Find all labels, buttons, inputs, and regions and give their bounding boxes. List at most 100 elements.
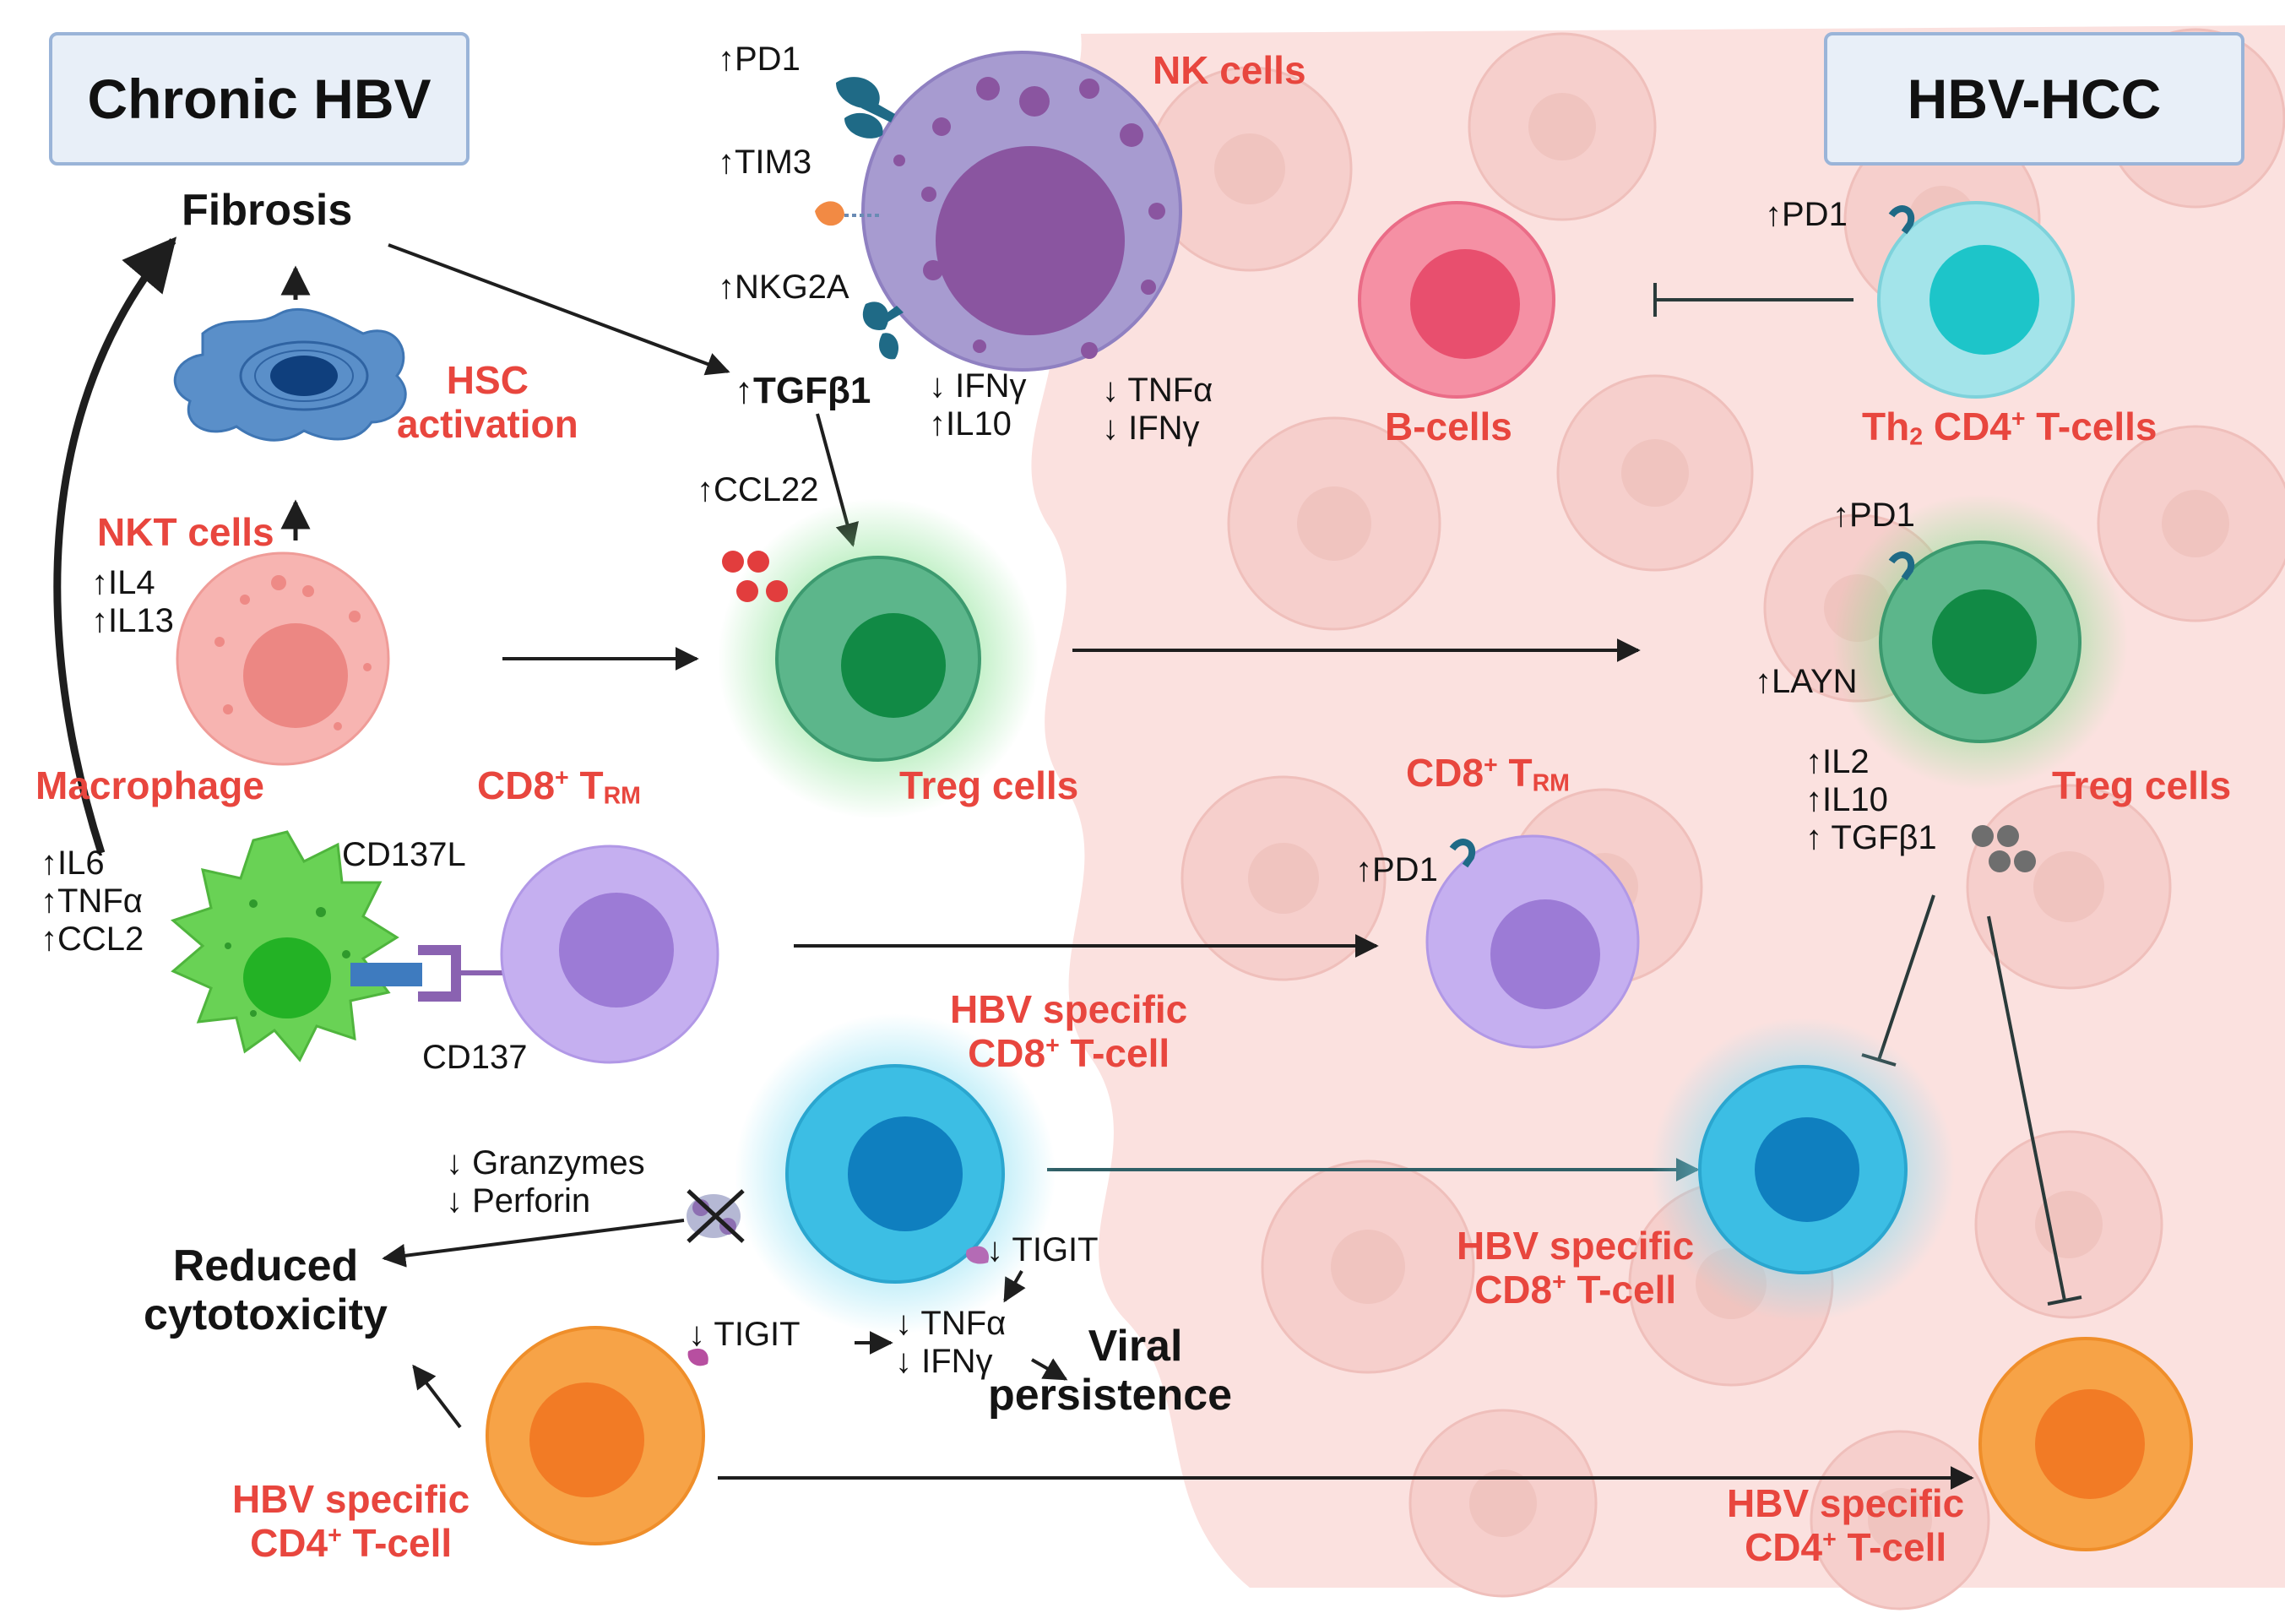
th2-cd4-cell: [1877, 201, 2075, 399]
reduced-line-1: Reduced: [172, 1241, 359, 1290]
hbv-cd8-left-line-1: HBV specific: [950, 987, 1188, 1031]
hbv-hcc-title: HBV-HCC: [1907, 68, 2162, 130]
reduced-line-2: cytotoxicity: [144, 1290, 388, 1340]
cd4-sup: +: [2011, 405, 2026, 433]
hbv-cd8-left-line-2: CD8+ T-cell: [950, 1030, 1187, 1076]
nkt-il4-marker: ↑IL4: [91, 564, 155, 601]
layn-marker: ↑LAYN: [1755, 663, 1858, 700]
hbv-cd8-cell-left: [735, 1013, 1056, 1334]
nk-tnfa-marker: ↓ TNFα: [1102, 372, 1213, 409]
ccl22-dots: [722, 551, 788, 602]
ccl22-marker: ↑CCL22: [697, 471, 819, 508]
arrow-cd4-to-reduced-cytotoxicity: [412, 1364, 462, 1429]
nkt-il13-marker: ↑IL13: [91, 601, 174, 639]
hbv-cd4-left-line-1: HBV specific: [232, 1477, 470, 1521]
cytokine-reduction-markers: ↓ TNFα ↓ IFNγ: [895, 1305, 1006, 1381]
cd8-sup: +: [1484, 752, 1498, 779]
hsc-activation-label: HSC activation: [397, 358, 578, 446]
cd4-sup: +: [328, 1521, 342, 1549]
hbv-hcc-title-box: HBV-HCC: [1824, 32, 2244, 166]
reduced-cytotoxicity-label: Reduced cytotoxicity: [144, 1241, 388, 1339]
macrophage-label: Macrophage: [35, 763, 264, 807]
nk-il10-marker: ↑IL10: [929, 405, 1012, 443]
hbv-cd4-left-label: HBV specific CD4+ T-cell: [232, 1477, 470, 1566]
hbv-cd8-left-label: HBV specific CD8+ T-cell: [950, 987, 1188, 1076]
cd8-text: CD8: [968, 1030, 1046, 1075]
treg-pd1-marker: ↑PD1: [1832, 497, 1915, 534]
cd4-text: CD4: [1745, 1524, 1823, 1569]
tcells-text: T-cells: [2025, 405, 2157, 448]
treg-tgfb1-marker: ↑ TGFβ1: [1805, 818, 1937, 856]
treg-cells-right-label: Treg cells: [2052, 763, 2232, 807]
macrophage-cell: [171, 830, 399, 1062]
rm-sub: RM: [1532, 769, 1570, 797]
cd8-text: CD8: [1474, 1267, 1553, 1312]
nk-ifng2-marker: ↓ IFNγ: [1102, 409, 1200, 447]
cd8-trm-cell-right: [1425, 834, 1640, 1049]
fibrosis-label: Fibrosis: [182, 186, 353, 235]
cd8-trm-cell-left: [500, 845, 719, 1064]
tcell-text: T-cell: [341, 1520, 453, 1565]
cd8-trm-pd1-marker: ↑PD1: [1355, 851, 1438, 888]
nk-nkg2a-marker: ↑NKG2A: [718, 269, 849, 306]
tcell-text: T-cell: [1059, 1030, 1170, 1075]
tnfa-low-marker: ↓ TNFα: [895, 1305, 1007, 1342]
cd4-text: CD4: [1923, 405, 2011, 448]
viral-line-2: persistence: [988, 1371, 1233, 1420]
macrophage-markers: ↑IL6 ↑TNFα ↑CCL2: [41, 845, 144, 958]
nk-tim3-marker: ↑TIM3: [718, 144, 812, 181]
perforin-marker: ↓ Perforin: [446, 1181, 591, 1219]
granzyme-perforin-blocked-icon: [687, 1189, 745, 1243]
treg-cell-right: [1832, 494, 2128, 790]
nk-pd1-marker: ↑PD1: [718, 41, 801, 78]
nkt-markers: ↑IL4 ↑IL13: [91, 564, 174, 640]
th2-cd4-label: Th2 CD4+ T-cells: [1862, 405, 2157, 452]
cd8-sup: +: [555, 764, 569, 792]
cd4-text: CD4: [250, 1520, 328, 1565]
granzymes-marker: ↓ Granzymes: [446, 1144, 645, 1181]
cd8-trm-left-label: CD8+ TRM: [477, 763, 641, 811]
viral-persistence-label: Viral persistence: [988, 1322, 1232, 1420]
treg-cell-left: [718, 498, 1039, 819]
mac-ccl2-marker: ↑CCL2: [41, 920, 144, 958]
th-text: Th: [1862, 405, 1910, 448]
th-sub: 2: [1909, 423, 1924, 451]
tcell-text: T-cell: [1566, 1267, 1677, 1312]
nk-tnfa-ifng-markers: ↓ TNFα ↓ IFNγ: [1102, 372, 1213, 448]
treg-cytokine-markers: ↑IL2 ↑IL10 ↑ TGFβ1: [1805, 743, 1937, 856]
hbv-cd4-cell-left: [486, 1326, 708, 1545]
viral-line-1: Viral: [1088, 1322, 1183, 1371]
arrow-tigit-to-cytokines: [1003, 1270, 1026, 1303]
t-text: T: [568, 763, 604, 807]
hbv-cd4-right-label: HBV specific CD4+ T-cell: [1727, 1481, 1965, 1570]
nkt-cell: [176, 551, 390, 766]
cd137-interaction: [350, 945, 507, 1002]
tgfb1-marker: ↑TGFβ1: [735, 370, 871, 411]
cd8-text: CD8: [1406, 751, 1484, 795]
hsc-cell: [173, 307, 407, 442]
hbv-cd4-right-line-2: CD4+ T-cell: [1727, 1524, 1964, 1570]
mac-il6-marker: ↑IL6: [41, 845, 105, 882]
hbv-cd4-right-line-1: HBV specific: [1727, 1481, 1965, 1525]
arrow-to-reduced-cytotoxicity: [382, 1219, 685, 1268]
chronic-hbv-title: Chronic HBV: [87, 68, 431, 130]
cd8-trm-right-label: CD8+ TRM: [1406, 751, 1570, 798]
b-cell: [1358, 201, 1555, 399]
hbv-cd8-cell-right: [1651, 1018, 1955, 1322]
tigit-cd8-marker: ↓ TIGIT: [986, 1231, 1099, 1268]
hbv-cd4-left-line-2: CD4+ T-cell: [232, 1520, 469, 1566]
nk-cell: [815, 51, 1182, 372]
cd8-text: CD8: [477, 763, 556, 807]
th2-pd1-marker: ↑PD1: [1765, 196, 1848, 233]
cd8-sup: +: [1552, 1268, 1566, 1295]
cd8-sup: +: [1045, 1031, 1060, 1059]
hbv-cd8-right-line-2: CD8+ T-cell: [1457, 1268, 1694, 1312]
nk-ifng-marker: ↓ IFNγ: [929, 367, 1027, 405]
rm-sub: RM: [603, 782, 641, 810]
cd4-sup: +: [1822, 1525, 1837, 1553]
hsc-line-2: activation: [397, 401, 578, 446]
granzyme-perforin-markers: ↓ Granzymes ↓ Perforin: [446, 1144, 645, 1220]
cd137-label: CD137: [422, 1039, 528, 1076]
